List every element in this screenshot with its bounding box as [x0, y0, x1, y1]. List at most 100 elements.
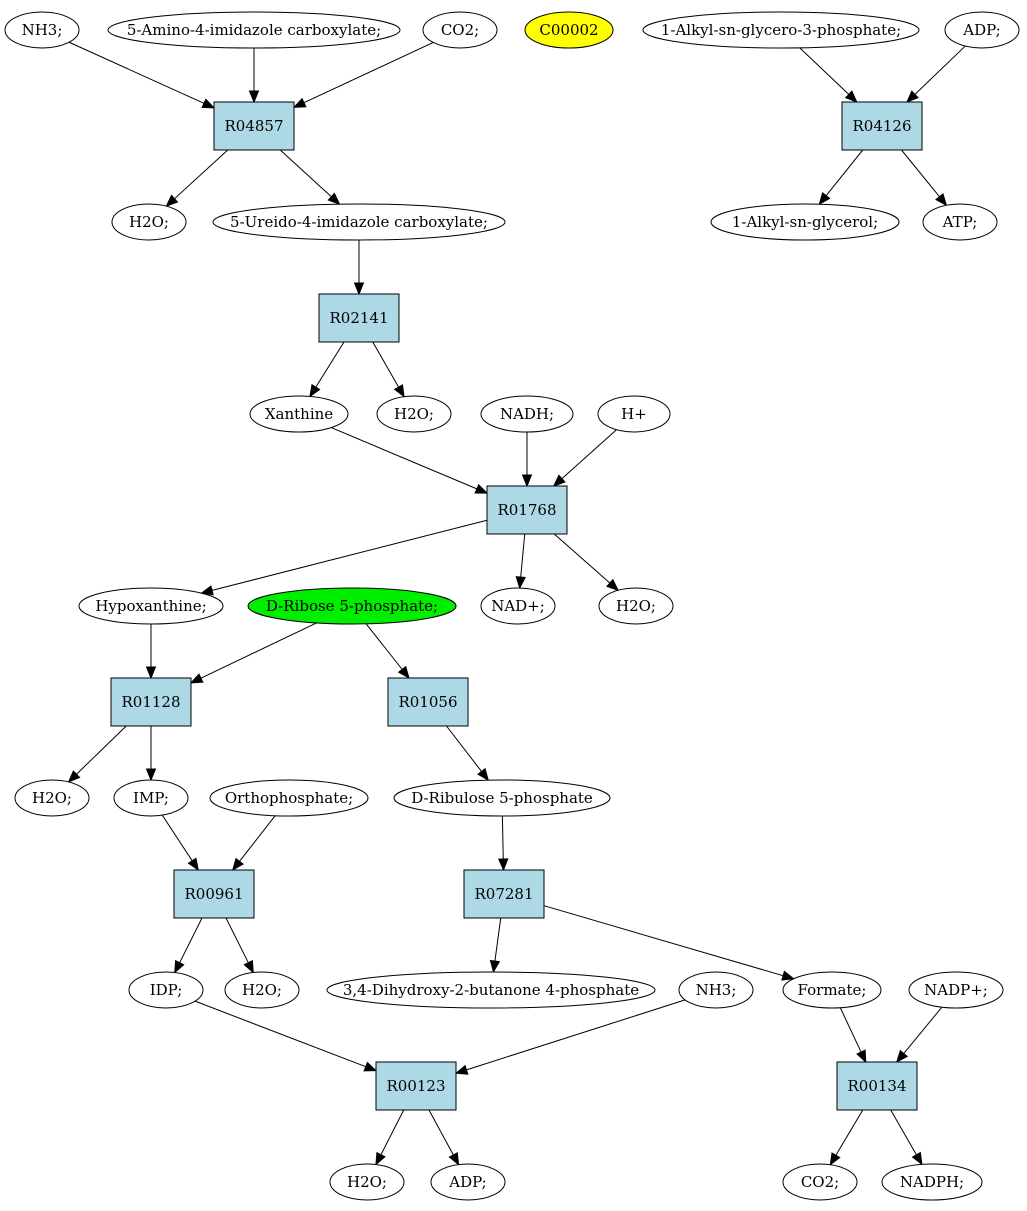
compound-ellipse — [14, 779, 90, 817]
edge-r04857-to-ureido_imid — [279, 149, 341, 206]
node-label: D-Ribulose 5-phosphate — [411, 789, 593, 807]
nodes-layer: NH3; 5-Amino-4-imidazole carboxylate; CO2;… — [4, 11, 1020, 1201]
arrowhead — [521, 474, 533, 488]
compound-node-h2o_3[interactable]: H2O; — [598, 587, 674, 625]
edge-r00134-to-co2_2 — [829, 1109, 864, 1166]
compound-ellipse — [128, 971, 204, 1009]
node-label: 1-Alkyl-sn-glycerol; — [732, 213, 878, 231]
compound-node-idp[interactable]: IDP; — [128, 971, 204, 1009]
compound-node-atp_1[interactable]: ATP; — [922, 203, 998, 241]
node-label: H2O; — [394, 405, 434, 423]
compound-ellipse — [113, 779, 189, 817]
compound-node-imp[interactable]: IMP; — [113, 779, 189, 817]
node-label: NADH; — [500, 405, 554, 423]
compound-node-nh3_1[interactable]: NH3; — [4, 11, 80, 49]
edge-line — [914, 45, 966, 95]
reaction-box — [110, 677, 192, 727]
compound-node-nadpplus[interactable]: NADP+; — [908, 971, 1004, 1009]
reaction-node-r02141[interactable]: R02141 — [318, 293, 400, 343]
compound-node-nadh[interactable]: NADH; — [480, 395, 574, 433]
edge-ureido_imid-to-r02141 — [353, 240, 365, 296]
arrowhead — [145, 768, 157, 782]
compound-ellipse — [247, 587, 457, 625]
edge-ribose5p-to-r01056 — [365, 623, 410, 680]
arrowhead — [606, 578, 620, 592]
reaction-box — [486, 485, 568, 535]
reaction-node-r07281[interactable]: R07281 — [463, 869, 545, 919]
compound-ellipse — [881, 1163, 983, 1201]
compound-node-ureido_imid[interactable]: 5-Ureido-4-imidazole carboxylate; — [212, 203, 506, 241]
compound-node-formate[interactable]: Formate; — [782, 971, 882, 1009]
arrowhead — [200, 585, 214, 596]
compound-node-adp_1[interactable]: ADP; — [944, 11, 1020, 49]
arrowhead — [498, 858, 509, 872]
edge-line — [315, 341, 345, 388]
reaction-node-r01128[interactable]: R01128 — [110, 677, 192, 727]
edge-line — [466, 999, 686, 1071]
compound-node-nadplus_1[interactable]: NAD+; — [480, 587, 556, 625]
arrowhead — [935, 193, 948, 207]
node-label: R01056 — [398, 693, 457, 711]
compound-node-co2_2[interactable]: CO2; — [782, 1163, 858, 1201]
edge-hypoxanthine-to-r01128 — [145, 624, 157, 680]
edge-r00123-to-h2o_6 — [375, 1109, 405, 1166]
edge-r01768-to-nadplus_1 — [515, 533, 526, 590]
compound-node-alkyl_glycerol[interactable]: 1-Alkyl-sn-glycerol; — [710, 203, 900, 241]
compound-node-h2o_6[interactable]: H2O; — [329, 1163, 405, 1201]
edge-r01128-to-imp — [145, 726, 157, 782]
arrowhead — [489, 959, 501, 974]
node-label: R00123 — [386, 1077, 445, 1095]
reaction-box — [375, 1061, 457, 1111]
edge-line — [303, 41, 434, 104]
compound-node-alkyl_g3p[interactable]: 1-Alkyl-sn-glycero-3-phosphate; — [642, 11, 920, 49]
edge-line — [194, 1000, 366, 1068]
arrowhead — [145, 666, 157, 680]
reaction-node-r00123[interactable]: R00123 — [375, 1061, 457, 1111]
compound-node-h2o_4[interactable]: H2O; — [14, 779, 90, 817]
compound-node-nh3_2[interactable]: NH3; — [678, 971, 754, 1009]
arrowhead — [201, 98, 216, 109]
reaction-node-r01768[interactable]: R01768 — [486, 485, 568, 535]
arrowhead — [248, 90, 260, 104]
compound-node-c00002[interactable]: C00002 — [524, 11, 614, 49]
reaction-node-r01056[interactable]: R01056 — [387, 677, 469, 727]
edge-r01056-to-ribulose5p — [446, 725, 490, 782]
compound-node-h2o_1[interactable]: H2O; — [111, 203, 187, 241]
reaction-node-r00134[interactable]: R00134 — [836, 1061, 918, 1111]
compound-node-h2o_2[interactable]: H2O; — [376, 395, 452, 433]
reaction-node-r04126[interactable]: R04126 — [841, 101, 923, 151]
compound-node-hypoxanthine[interactable]: Hypoxanthine; — [78, 587, 224, 625]
node-label: NH3; — [696, 981, 737, 999]
edge-r01128-to-h2o_4 — [67, 725, 127, 783]
arrowhead — [818, 191, 831, 206]
compound-node-ribose5p[interactable]: D-Ribose 5-phosphate; — [247, 587, 457, 625]
reaction-box — [387, 677, 469, 727]
node-label: IMP; — [133, 789, 169, 807]
reaction-node-r00961[interactable]: R00961 — [173, 869, 255, 919]
compound-ellipse — [710, 203, 900, 241]
compound-ellipse — [430, 1163, 506, 1201]
compound-node-xanthine[interactable]: Xanthine — [249, 395, 349, 433]
arrowhead — [397, 665, 410, 680]
compound-node-orthophosphate[interactable]: Orthophosphate; — [209, 779, 369, 817]
compound-node-adp_2[interactable]: ADP; — [430, 1163, 506, 1201]
compound-ellipse — [376, 395, 452, 433]
edge-r07281-to-formate — [543, 905, 795, 981]
edge-line — [200, 622, 317, 679]
compound-node-dihydroxybutanone[interactable]: 3,4-Dihydroxy-2-butanone 4-phosphate — [326, 971, 656, 1009]
edge-line — [76, 725, 127, 775]
arrowhead — [309, 383, 321, 398]
node-label: H+ — [621, 405, 647, 423]
compound-node-nadph[interactable]: NADPH; — [881, 1163, 983, 1201]
compound-node-ribulose5p[interactable]: D-Ribulose 5-phosphate — [393, 779, 611, 817]
edge-line — [446, 725, 482, 772]
compound-node-hplus[interactable]: H+ — [597, 395, 671, 433]
compound-node-amino_imid[interactable]: 5-Amino-4-imidazole carboxylate; — [107, 11, 401, 49]
edge-line — [501, 815, 504, 860]
compound-node-co2_1[interactable]: CO2; — [422, 11, 498, 49]
arrowhead — [353, 282, 365, 296]
compound-ellipse — [209, 779, 369, 817]
edge-line — [380, 1109, 405, 1155]
reaction-node-r04857[interactable]: R04857 — [213, 101, 295, 151]
compound-node-h2o_5[interactable]: H2O; — [224, 971, 300, 1009]
